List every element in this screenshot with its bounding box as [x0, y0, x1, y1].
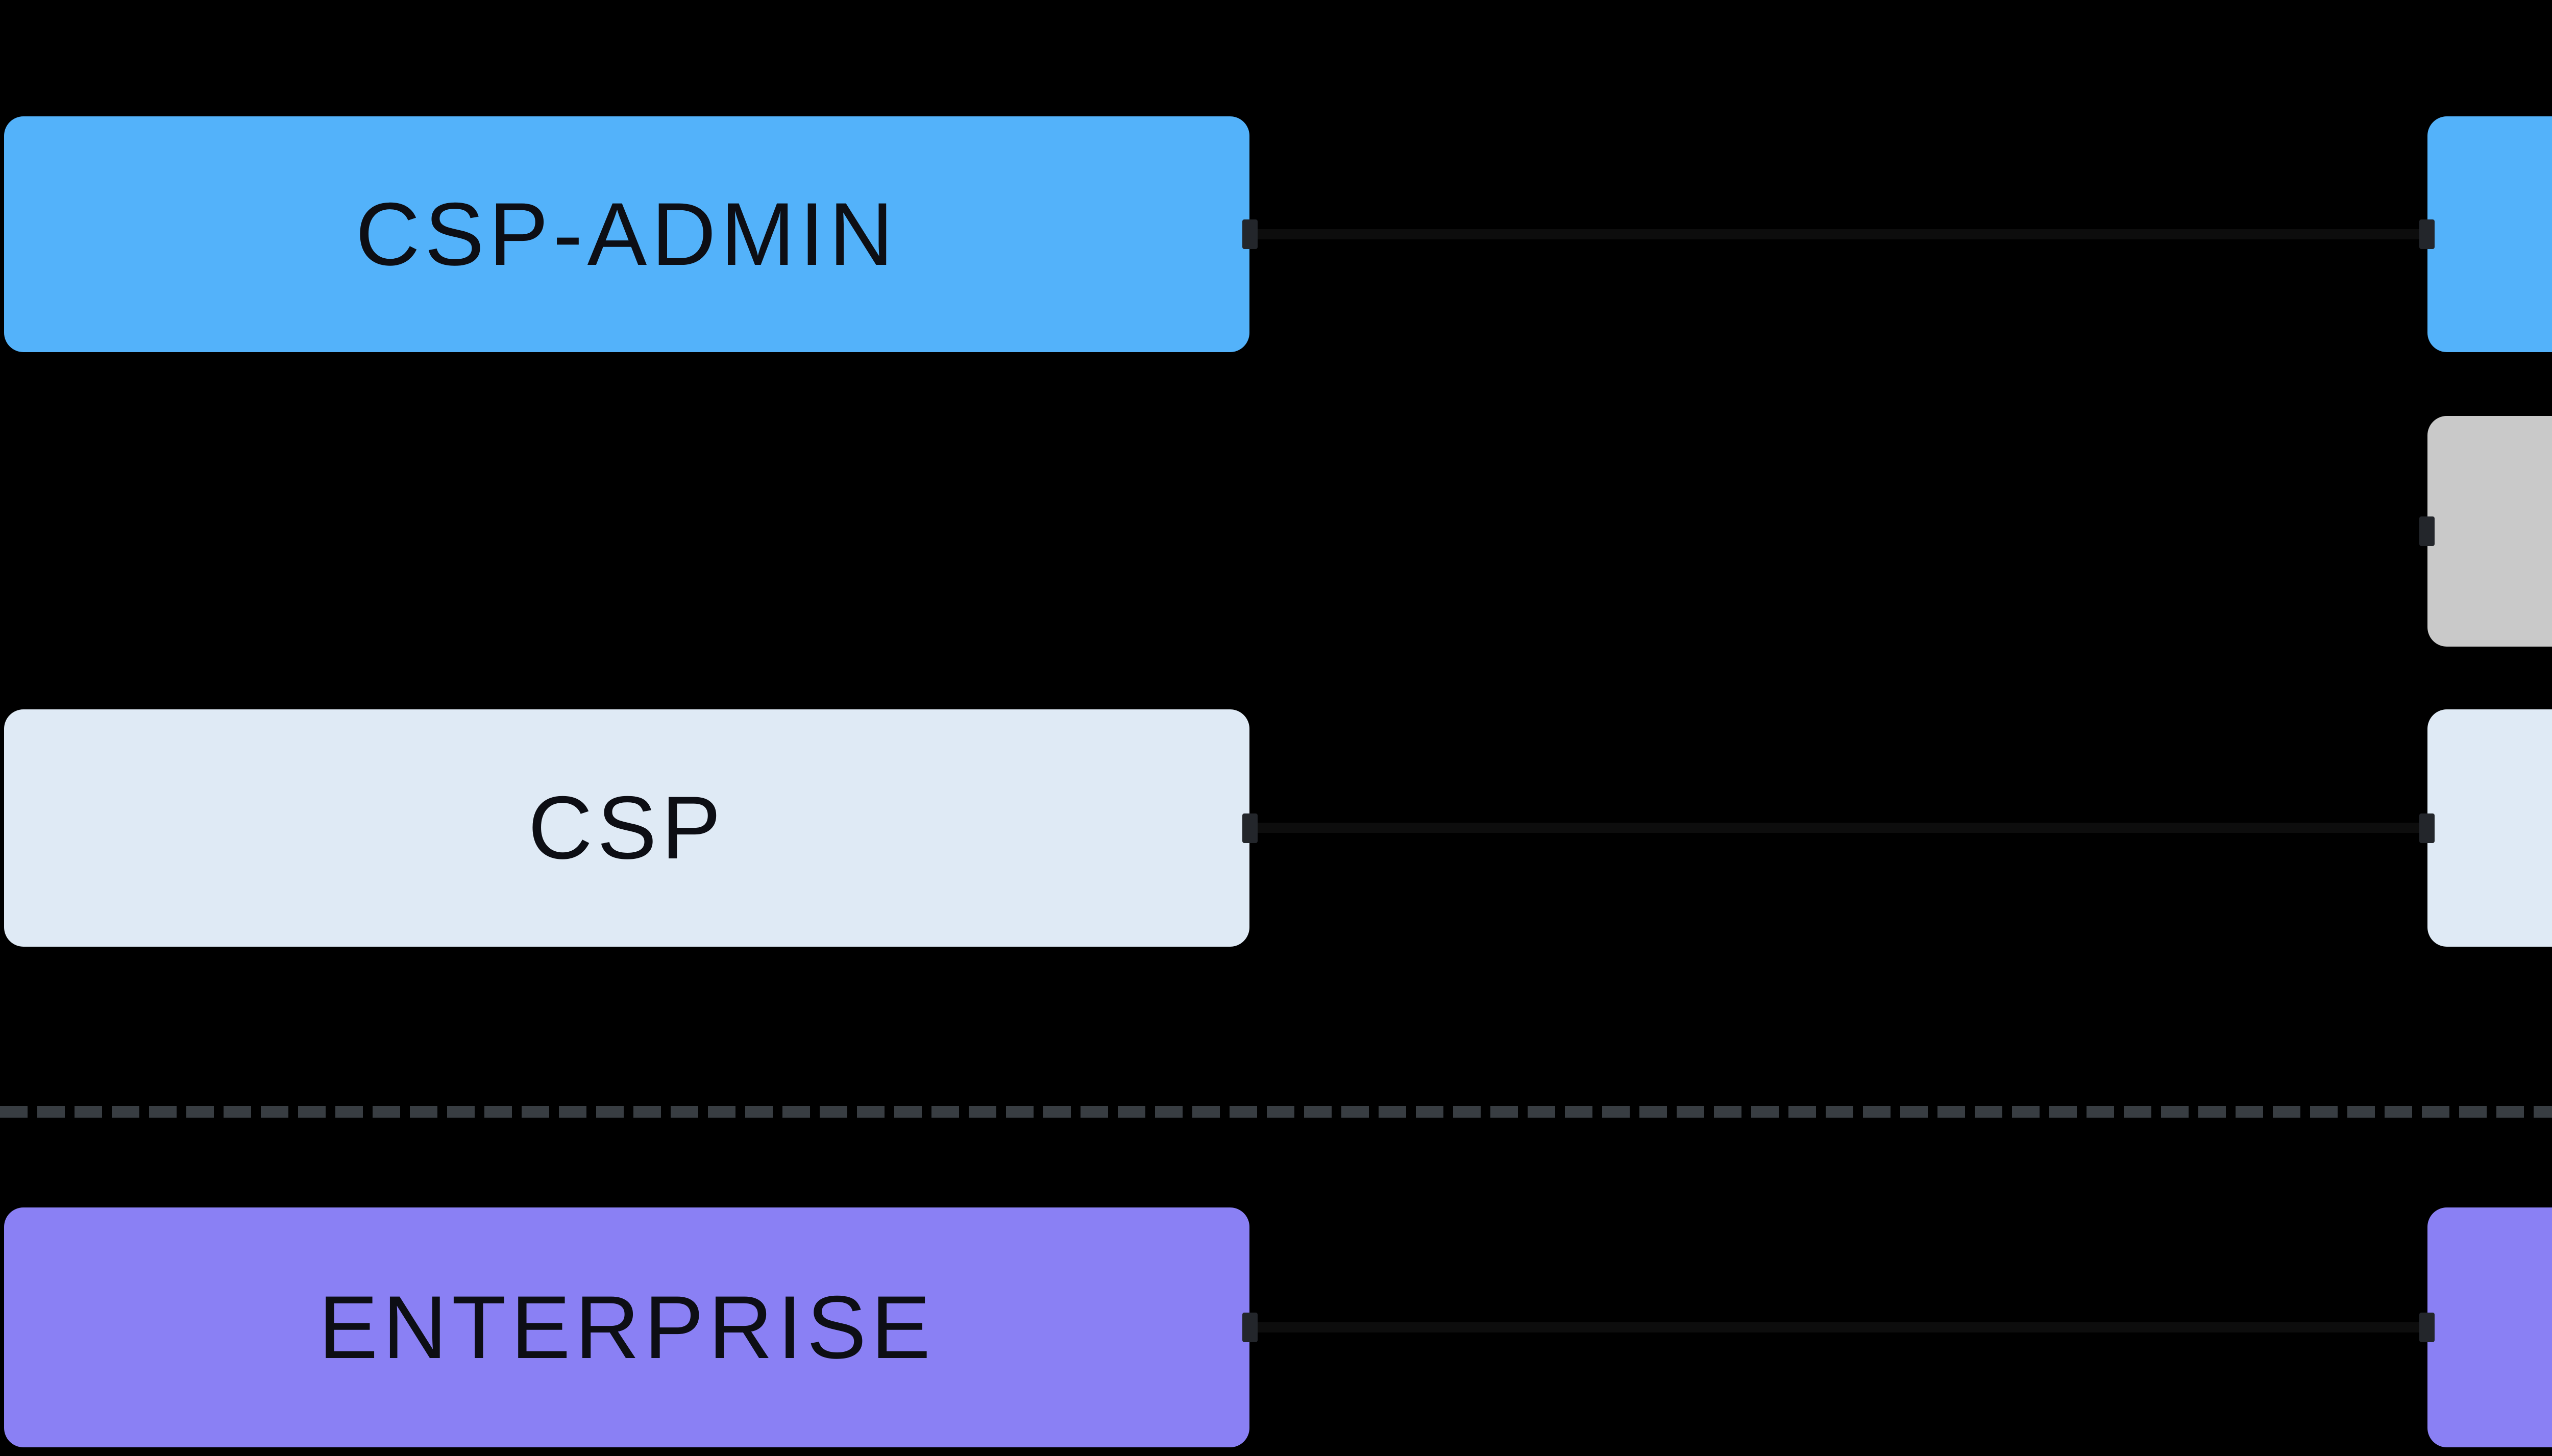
connector-enterprise	[1249, 1322, 2427, 1332]
box-csp-right: CSP	[2419, 709, 2552, 947]
connector-csp-admin	[1249, 229, 2427, 239]
box-label: ENTERPRISE	[318, 1277, 936, 1377]
box-enterprise-left: ENTERPRISE	[4, 1207, 1258, 1447]
connector-stub-icon	[2419, 219, 2435, 249]
connector-stub-icon	[1242, 1313, 1258, 1342]
connector-stub-icon	[2419, 813, 2435, 843]
trust-boundary-dashed-divider	[0, 1106, 2552, 1118]
box-label: CSP	[528, 778, 726, 878]
box-csp-admin-left: CSP-ADMIN	[4, 116, 1258, 352]
box-csp-admin-right: CSP-ADMIN	[2419, 116, 2552, 352]
box-api-right: API	[2419, 416, 2552, 647]
connector-stub-icon	[2419, 1313, 2435, 1342]
box-label: CSP-ADMIN	[355, 184, 898, 284]
connector-csp	[1249, 823, 2427, 833]
box-csp-left: CSP	[4, 709, 1258, 947]
connector-stub-icon	[2419, 516, 2435, 546]
connector-stub-icon	[1242, 813, 1258, 843]
box-enterprise-right: ENTERPRISE	[2419, 1207, 2552, 1447]
connector-stub-icon	[1242, 219, 1258, 249]
